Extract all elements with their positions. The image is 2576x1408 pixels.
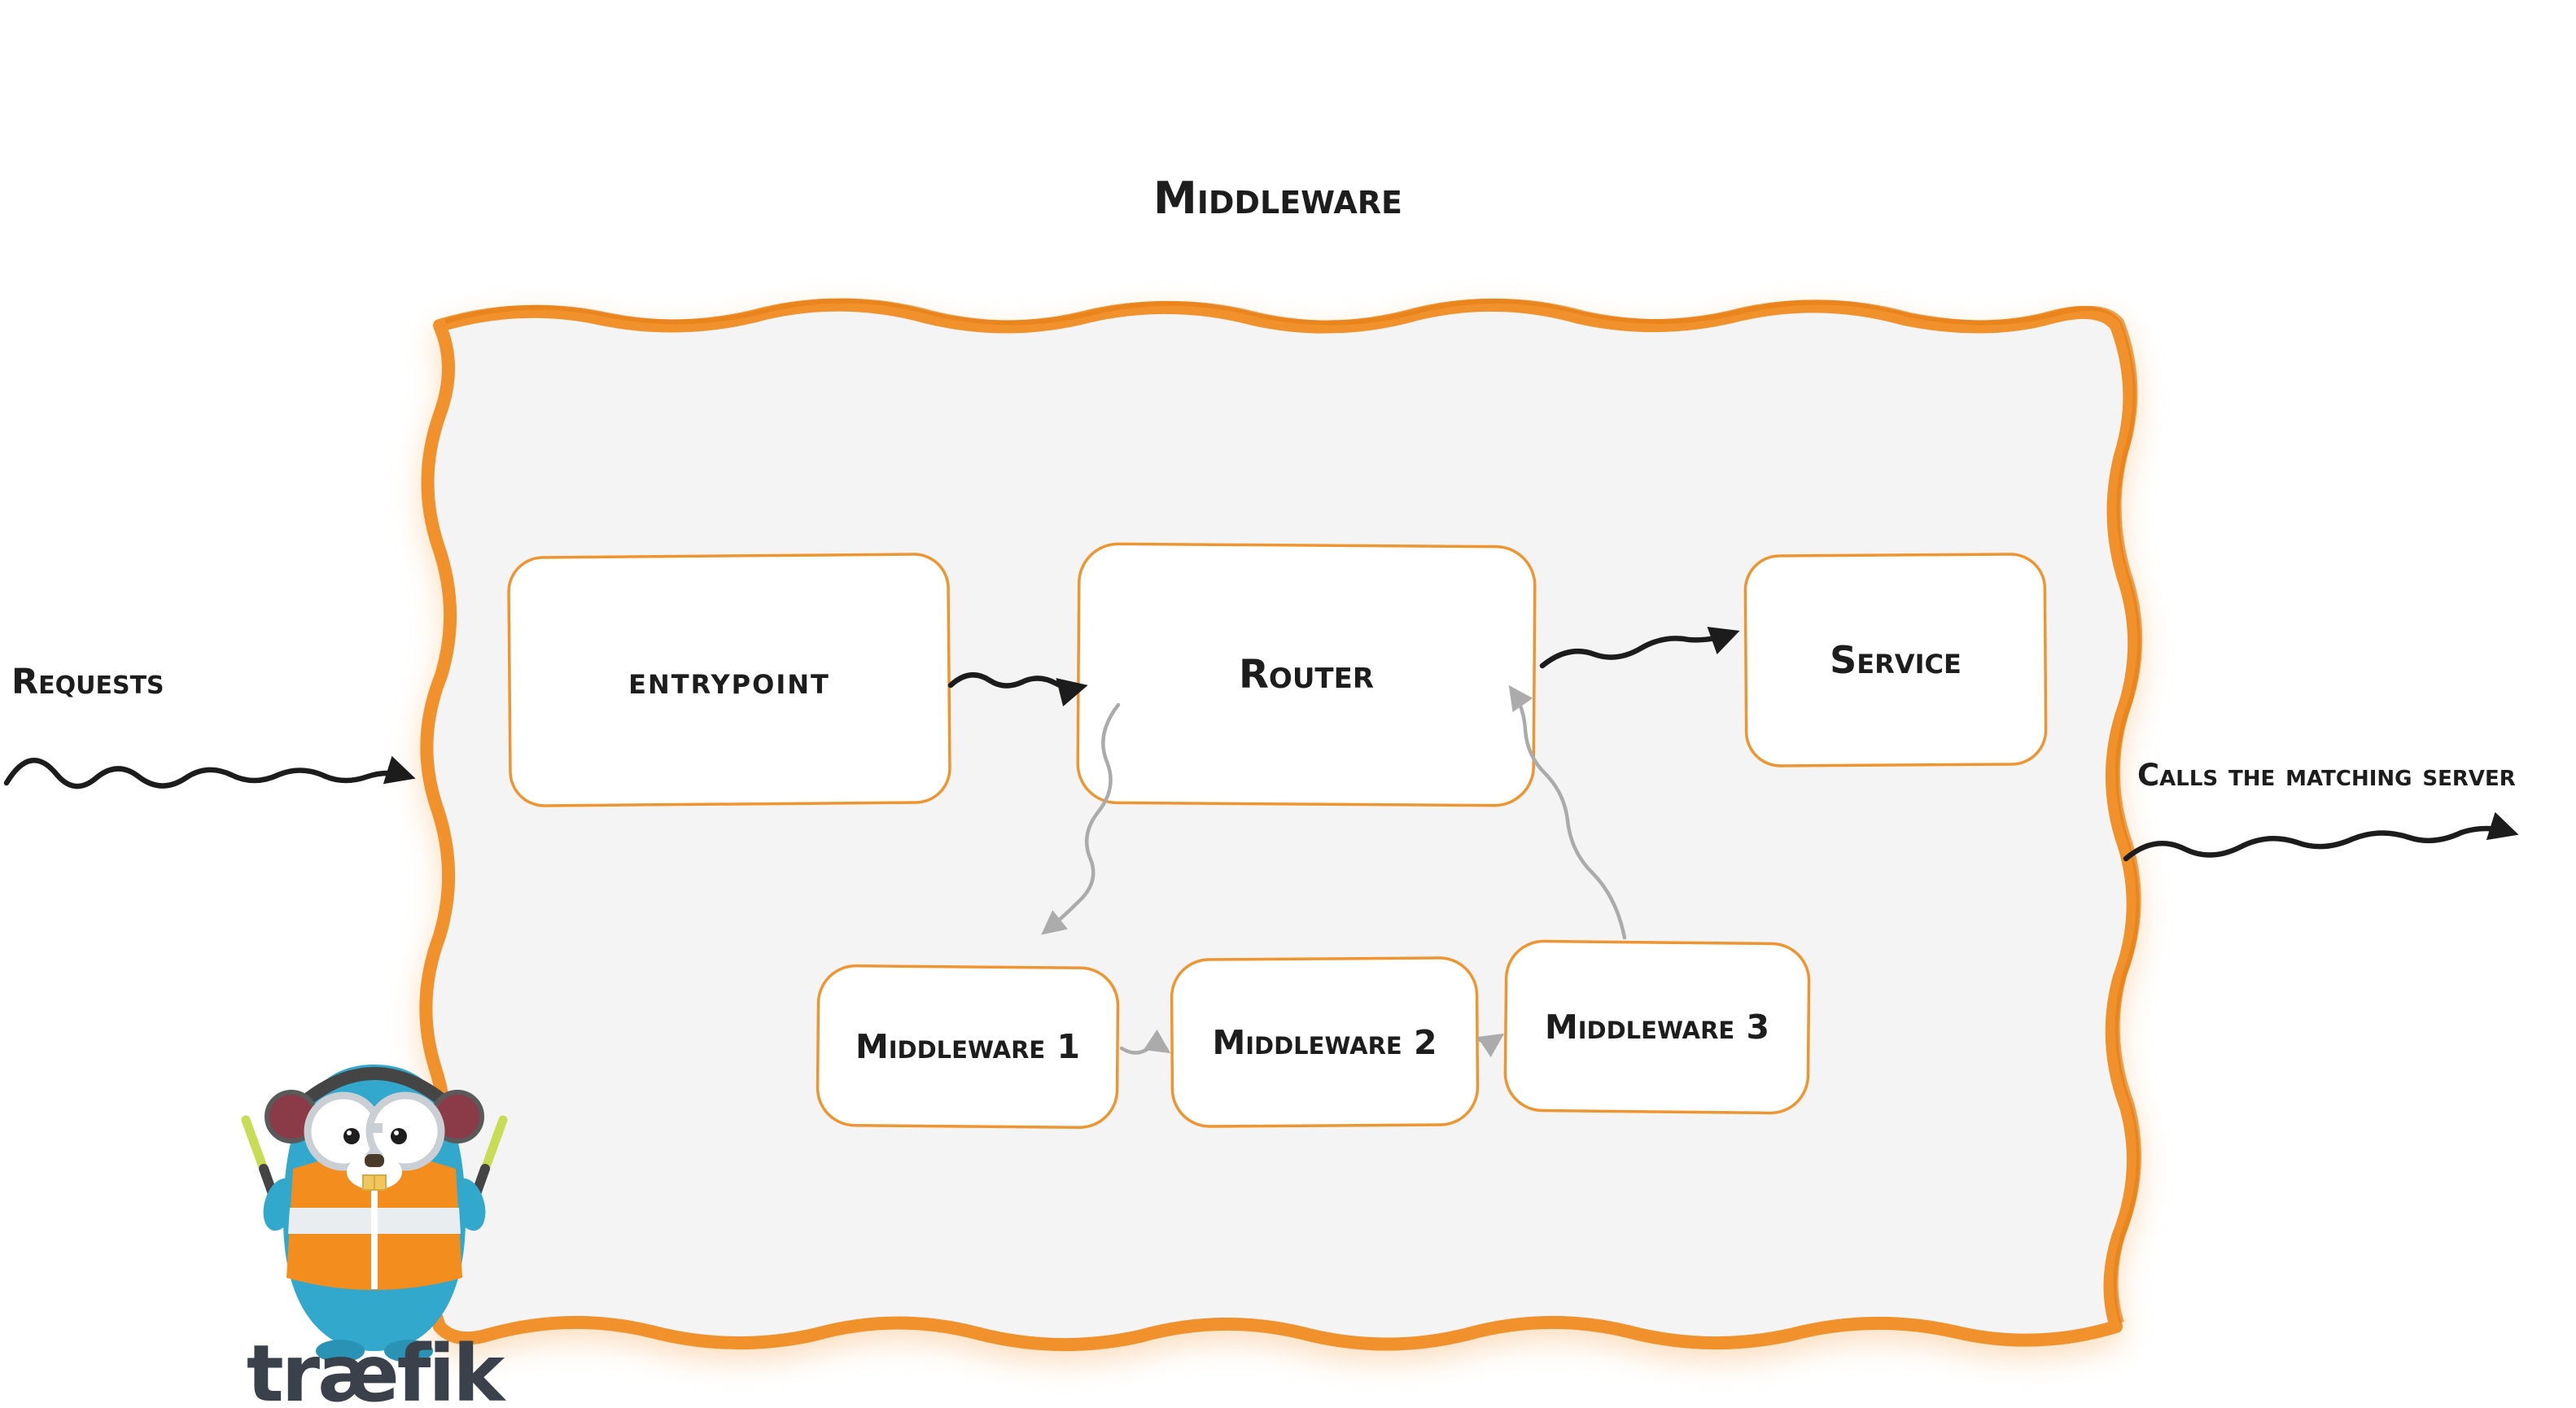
- edge-entrypoint-router: [947, 672, 1088, 707]
- edge-service-out: [2123, 811, 2519, 862]
- edge-middleware2-middleware3: [1476, 1033, 1505, 1057]
- edge-router-service: [1539, 627, 1740, 669]
- middleware-container: [419, 298, 2143, 1352]
- edge-router-middleware1: [1041, 702, 1121, 935]
- node-middleware3: [1503, 939, 1811, 1115]
- edge-middleware1-middleware2: [1119, 1030, 1171, 1055]
- edge-middleware3-router: [1508, 684, 1627, 940]
- node-entrypoint: [507, 553, 951, 807]
- edge-requests-arrow: [3, 755, 416, 789]
- node-middleware2: [1170, 956, 1480, 1128]
- node-middleware1: [816, 964, 1120, 1129]
- node-router: [1076, 542, 1537, 807]
- node-service: [1743, 553, 2048, 767]
- traefik-gopher-logo: [241, 1065, 508, 1362]
